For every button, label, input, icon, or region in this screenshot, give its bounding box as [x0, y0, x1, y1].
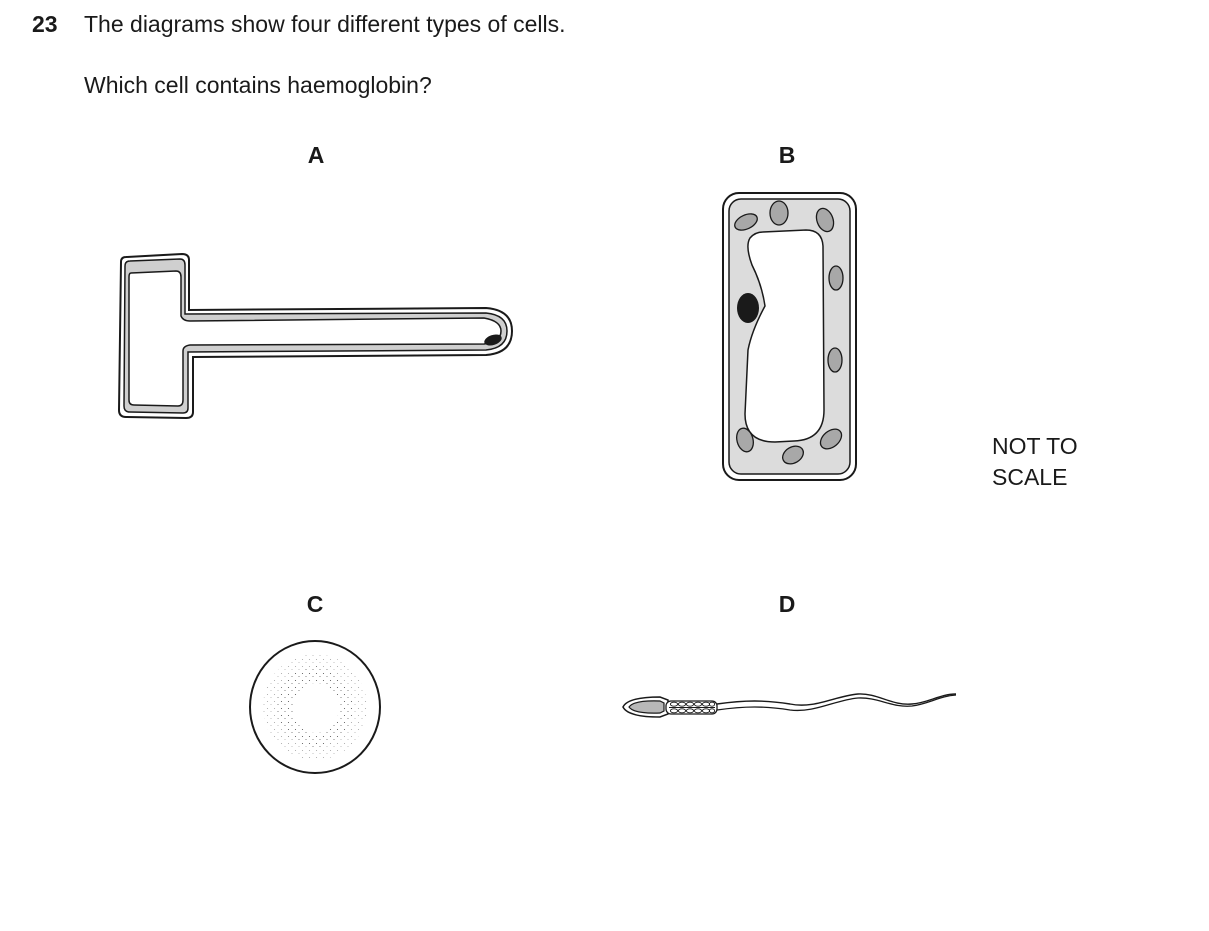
not-to-scale-line-2: SCALE — [992, 464, 1068, 490]
question-stem: The diagrams show four different types o… — [84, 11, 566, 37]
option-label-b: B — [778, 142, 796, 168]
question-prompt: Which cell contains haemoglobin? — [84, 72, 432, 98]
option-label-c: C — [306, 591, 324, 617]
root-hair-cell-icon — [117, 252, 514, 420]
sperm-cell-icon — [622, 693, 957, 718]
option-label-a: A — [307, 142, 325, 168]
red-blood-cell-icon — [249, 640, 381, 774]
question-number: 23 — [32, 11, 58, 37]
not-to-scale-note: NOT TO SCALE — [992, 431, 1078, 493]
palisade-cell-icon — [722, 192, 857, 481]
option-label-d: D — [778, 591, 796, 617]
not-to-scale-line-1: NOT TO — [992, 433, 1078, 459]
